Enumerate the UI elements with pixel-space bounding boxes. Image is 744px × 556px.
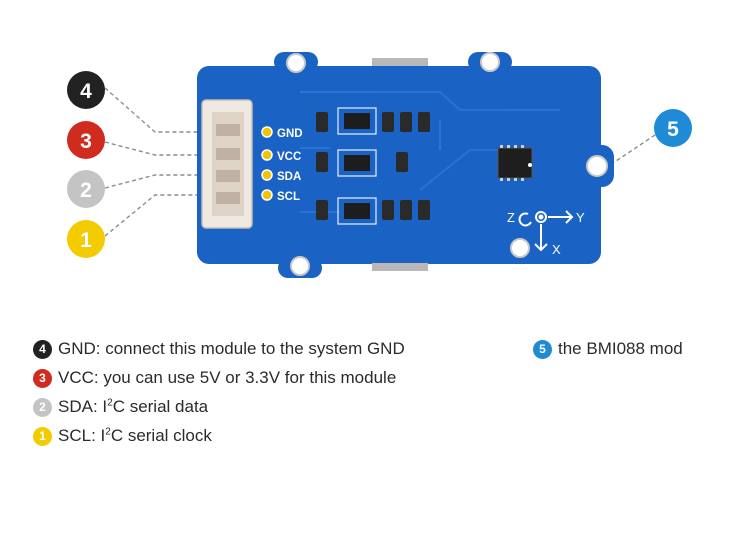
callout-1-number: 1 — [80, 229, 92, 252]
pin-label-vcc: VCC — [277, 151, 301, 163]
legend-text-gnd: GND: connect this module to the system G… — [58, 339, 405, 358]
legend-badge-4: 4 — [33, 339, 52, 359]
callout-3-number: 3 — [80, 130, 92, 153]
callout-2-circle — [67, 170, 105, 208]
ic-middle — [344, 155, 370, 171]
bmi088-chip-pads — [500, 145, 524, 181]
callout-5-number: 5 — [667, 118, 679, 141]
pin-label-scl: SCL — [277, 191, 300, 203]
axis-label-y: Y — [576, 210, 585, 225]
ic-bottom — [344, 203, 370, 219]
legend-text-vcc: VCC: you can use 5V or 3.3V for this mod… — [58, 368, 397, 387]
pin-pad-gnd — [261, 126, 273, 138]
leader-dot-5 — [528, 163, 532, 167]
legend-badge-1: 1 — [33, 426, 52, 446]
callout-5-circle — [654, 109, 692, 147]
module-diagram: GND VCC SDA SCL Z Y X 4 3 2 1 5 — [67, 52, 692, 278]
legend-badge-5: 5 — [533, 339, 552, 359]
legend-item-vcc: 3 VCC: you can use 5V or 3.3V for this m… — [33, 367, 396, 389]
leader-line-4 — [104, 87, 240, 133]
passive-components — [316, 112, 430, 220]
axis-label-z: Z — [507, 210, 515, 225]
legend-item-sda: 2 SDA: I2C serial data — [33, 396, 208, 418]
mount-hole-top — [286, 53, 306, 73]
mount-hole-bottom-right — [510, 238, 530, 258]
callouts: 4 3 2 1 5 — [67, 71, 692, 258]
pin-pad-sda — [261, 169, 273, 181]
pin-pad-vcc — [261, 149, 273, 161]
mount-hole-bottom — [290, 256, 310, 276]
legend-text-bmi088: the BMI088 mod — [558, 339, 683, 358]
silkscreen — [337, 107, 377, 225]
pin-label-gnd: GND — [277, 128, 303, 140]
axis-y-arrow — [548, 210, 574, 224]
edge-pins-top — [372, 58, 428, 66]
callout-4-circle — [67, 71, 105, 109]
mount-hole-top-right — [480, 52, 500, 72]
edge-pins-bottom — [372, 263, 428, 271]
axis-indicator — [518, 210, 574, 252]
legend-badge-3: 3 — [33, 368, 52, 388]
legend-item-scl: 1 SCL: I2C serial clock — [33, 425, 212, 447]
legend-text-scl: SCL: I2C serial clock — [58, 426, 212, 445]
axis-z-rotation — [518, 212, 532, 227]
callout-1-circle — [67, 220, 105, 258]
axis-origin — [535, 211, 547, 223]
axis-label-x: X — [552, 242, 561, 257]
callout-2-number: 2 — [80, 179, 92, 202]
axis-x-arrow — [534, 224, 548, 252]
pin-pad-scl — [261, 189, 273, 201]
legend-badge-2: 2 — [33, 397, 52, 417]
legend-text-sda: SDA: I2C serial data — [58, 397, 209, 416]
pin-label-sda: SDA — [277, 171, 301, 183]
callout-3-circle — [67, 121, 105, 159]
callout-4-number: 4 — [80, 80, 92, 103]
ic-top — [344, 113, 370, 129]
connector-slots — [216, 124, 240, 204]
legend-item-gnd: 4 GND: connect this module to the system… — [33, 338, 405, 360]
bmi088-chip — [497, 147, 533, 179]
legend-item-bmi088: 5 the BMI088 mod — [533, 338, 700, 360]
mount-hole-right — [586, 155, 608, 177]
grove-board: GND VCC SDA SCL Z Y X — [197, 52, 614, 278]
